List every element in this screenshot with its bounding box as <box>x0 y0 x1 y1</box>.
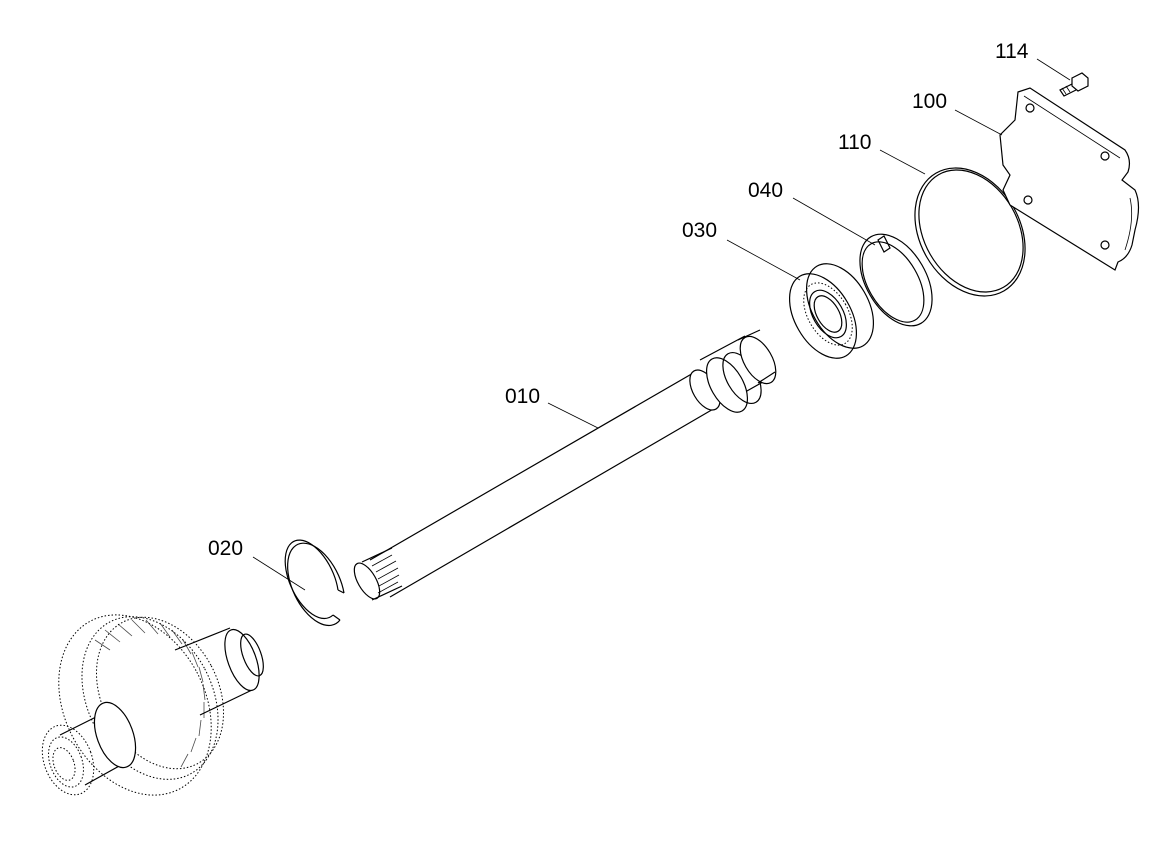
callout-040: 040 <box>748 179 783 202</box>
callout-110: 110 <box>838 131 871 154</box>
callout-114: 114 <box>995 40 1029 63</box>
callout-100: 100 <box>912 90 947 113</box>
callout-020: 020 <box>208 537 243 560</box>
bearing-030 <box>788 263 875 359</box>
gear-assembly <box>41 614 264 796</box>
callout-010: 010 <box>505 385 540 408</box>
bolt-114 <box>1059 72 1089 97</box>
leader-lines <box>252 58 1071 591</box>
snap-ring-020 <box>284 539 345 627</box>
cover-plate-100 <box>999 87 1140 271</box>
circlip-040 <box>859 233 933 327</box>
shaft-010 <box>353 329 777 601</box>
callout-030: 030 <box>682 219 717 242</box>
